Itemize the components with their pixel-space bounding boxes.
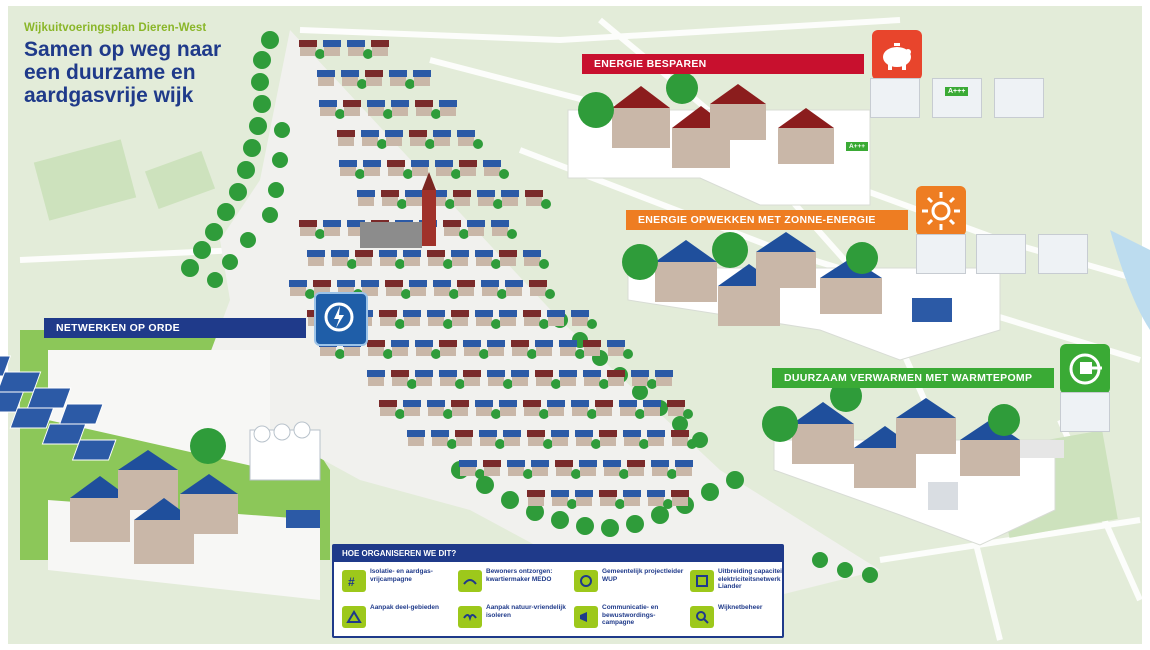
bird-icon	[458, 606, 482, 628]
piggy-bank-icon	[872, 30, 922, 80]
banner-zonne-energie: ENERGIE OPWEKKEN MET ZONNE-ENERGIE	[626, 210, 908, 230]
title-block: Wijkuitvoeringsplan Dieren-West Samen op…	[24, 22, 284, 107]
banner-energie-besparen: ENERGIE BESPAREN	[582, 54, 864, 74]
megaphone-icon	[574, 606, 598, 628]
title-line-1: Samen op weg naar	[24, 38, 222, 61]
legend-item: Gemeentelijk projectleider WUP	[574, 566, 686, 602]
floor-heating-thumb	[1060, 392, 1110, 432]
transformer-icon	[690, 570, 714, 592]
plug-icon	[1060, 344, 1110, 394]
legend-item-text: Communicatie- en bewustwordings-campagne	[602, 604, 659, 626]
legend-item-text: Wijknetbeheer	[718, 604, 763, 611]
legend-item: # Isolatie- en aardgas-vrijcampagne	[342, 566, 454, 602]
legend-item: Communicatie- en bewustwordings-campagne	[574, 602, 686, 638]
legend-item-text: Gemeentelijk projectleider WUP	[602, 568, 684, 583]
legend-item-text: Aanpak natuur-vriendelijk isoleren	[486, 604, 566, 619]
banner-warmtepomp: DUURZAAM VERWARMEN MET WARMTEPOMP	[772, 368, 1054, 388]
energy-label-badge: A+++	[945, 87, 969, 96]
legend-item: Wijknetbeheer	[690, 602, 802, 638]
solar-install-thumb	[916, 234, 966, 274]
legend-item-text: Aanpak deel-gebieden	[370, 604, 439, 611]
kitchen-thumb	[870, 78, 920, 118]
ebike-thumb	[1038, 234, 1088, 274]
energy-label-thumb: A+++	[932, 78, 982, 118]
title-line-3: aardgasvrije wijk	[24, 84, 194, 107]
battery-thumb	[976, 234, 1026, 274]
title-line-2: een duurzame en	[24, 61, 196, 84]
legend-title: HOE ORGANISEREN WE DIT?	[334, 546, 782, 562]
house-energy-label: A+++	[846, 142, 869, 151]
legend-panel: HOE ORGANISEREN WE DIT? # Isolatie- en a…	[332, 544, 784, 638]
power-refresh-icon	[314, 292, 368, 346]
legend-item-text: Uitbreiding capaciteit elektriciteitsnet…	[718, 568, 785, 590]
banner-netwerken: NETWERKEN OP ORDE	[44, 318, 306, 338]
legend-item: Bewoners ontzorgen: kwartiermaker MEDO	[458, 566, 570, 602]
svg-text:#: #	[348, 575, 355, 588]
legend-item: Aanpak natuur-vriendelijk isoleren	[458, 602, 570, 638]
hashtag-icon: #	[342, 570, 366, 592]
legend-item: Uitbreiding capaciteit elektriciteitsnet…	[690, 566, 802, 602]
legend-item-text: Bewoners ontzorgen: kwartiermaker MEDO	[486, 568, 553, 583]
lightbulb-thumb	[994, 78, 1044, 118]
legend-item: Aanpak deel-gebieden	[342, 602, 454, 638]
area-icon	[342, 606, 366, 628]
page-title: Samen op weg naar een duurzame en aardga…	[24, 38, 284, 107]
legend-item-text: Isolatie- en aardgas-vrijcampagne	[370, 568, 433, 583]
hands-icon	[458, 570, 482, 592]
page-subtitle: Wijkuitvoeringsplan Dieren-West	[24, 22, 207, 34]
gear-icon	[574, 570, 598, 592]
sun-icon	[916, 186, 966, 236]
magnifier-icon	[690, 606, 714, 628]
